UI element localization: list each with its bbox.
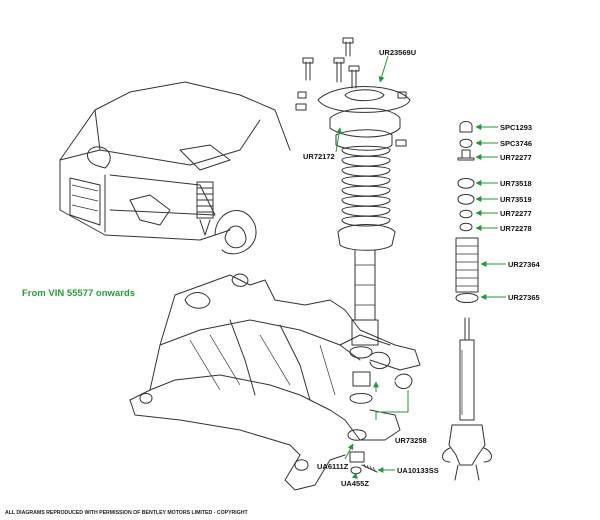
label-spc3746: SPC3746 <box>500 139 532 148</box>
label-ur27365: UR27365 <box>508 293 540 302</box>
label-ur72277-upper: UR72277 <box>500 153 532 162</box>
subframe-assembly <box>129 273 421 491</box>
strut-assembly <box>295 37 411 475</box>
label-spc1293: SPC1293 <box>500 123 532 132</box>
label-ur73518: UR73518 <box>500 179 532 188</box>
label-ua6111z: UA6111Z <box>317 462 349 471</box>
callout-leaders <box>335 55 506 479</box>
label-ur72172: UR72172 <box>303 152 335 161</box>
label-ur73519: UR73519 <box>500 195 532 204</box>
copyright-footer: ALL DIAGRAMS REPRODUCED WITH PERMISSION … <box>5 510 248 516</box>
label-ur23569u: UR23569U <box>379 48 416 57</box>
label-ua455z: UA455Z <box>341 479 369 488</box>
vin-note: From VIN 55577 onwards <box>22 288 135 299</box>
label-ur73258: UR73258 <box>395 436 427 445</box>
label-ur72278: UR72278 <box>500 224 532 233</box>
damper-parts-column <box>442 121 492 481</box>
label-ur72277-lower: UR72277 <box>500 209 532 218</box>
car-illustration <box>59 81 291 255</box>
label-ur27364: UR27364 <box>508 260 541 269</box>
label-ua10133ss: UA10133SS <box>397 466 439 475</box>
